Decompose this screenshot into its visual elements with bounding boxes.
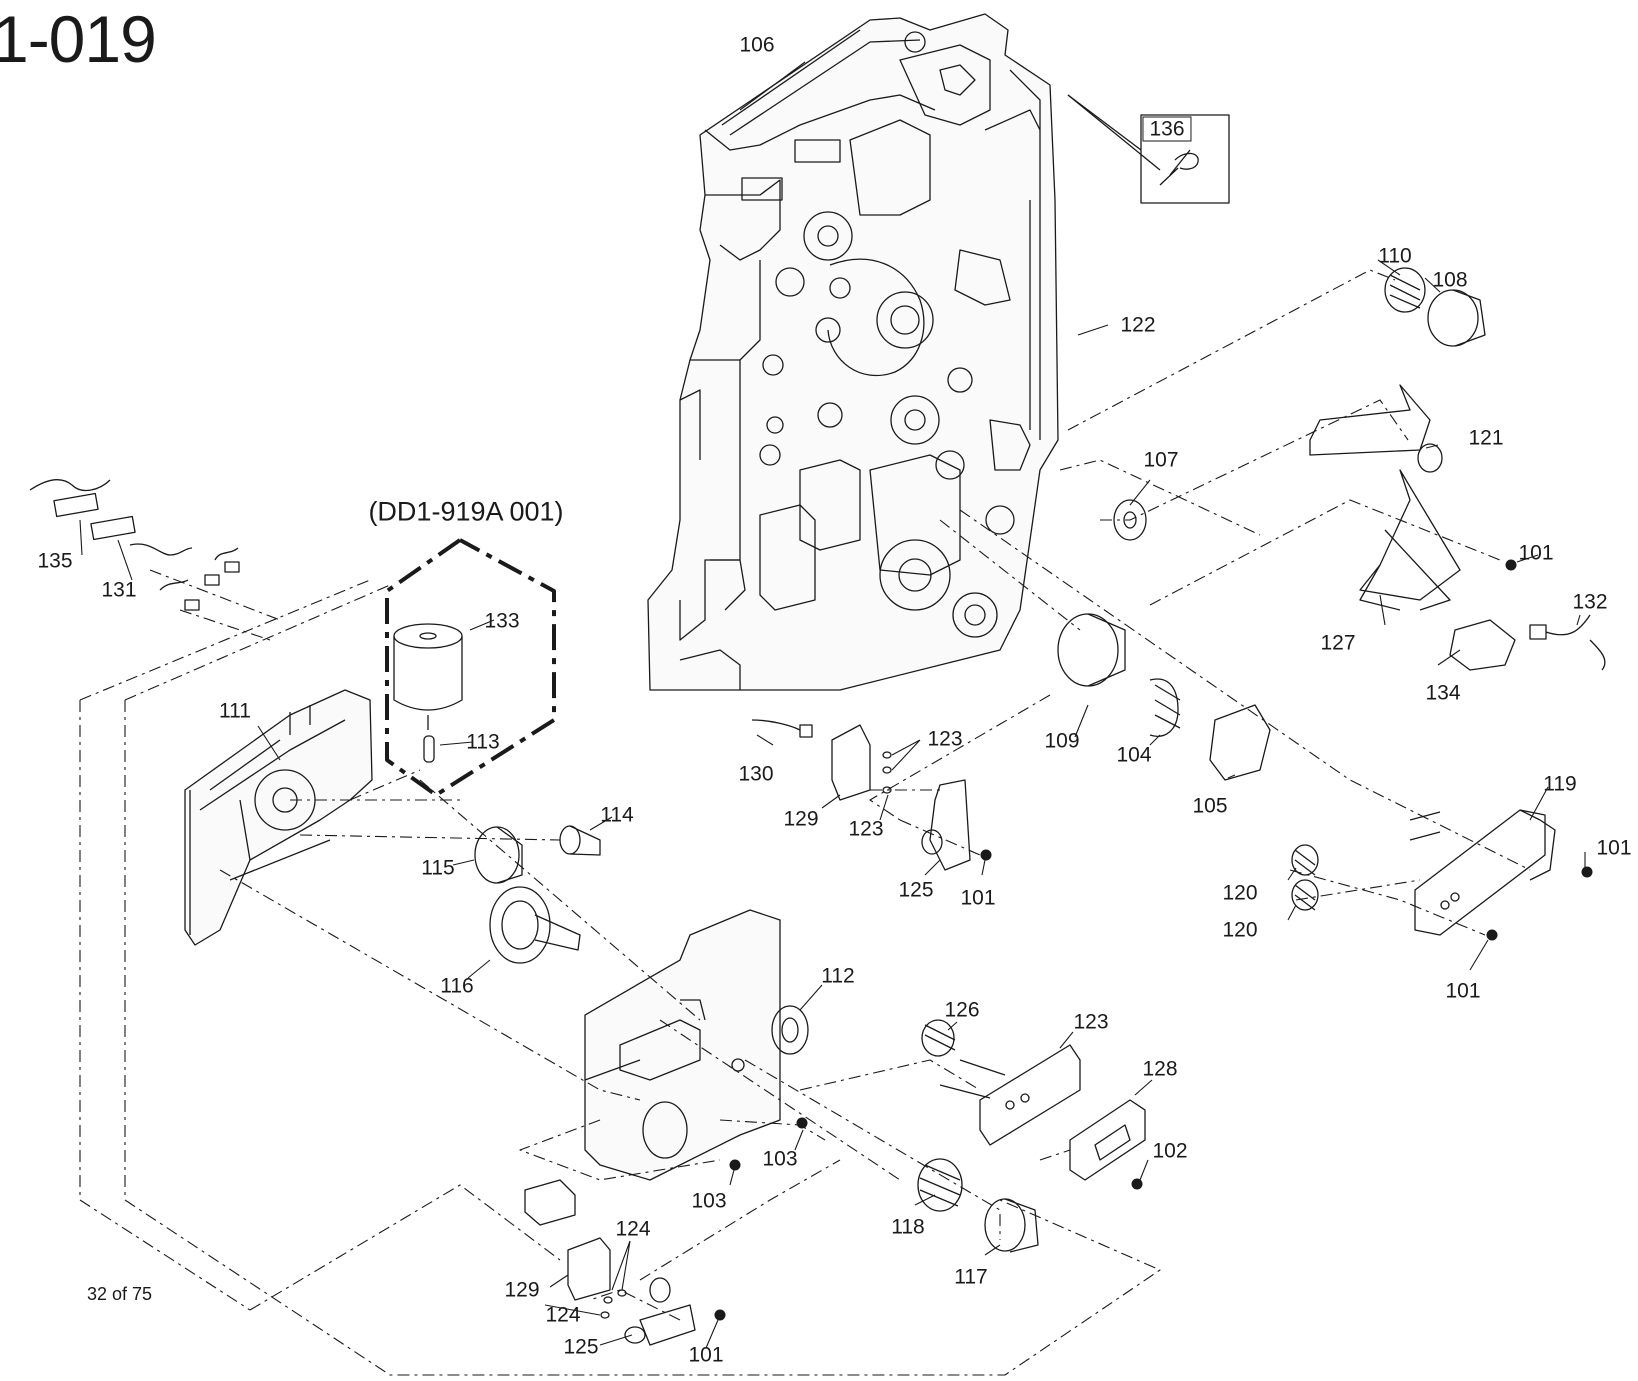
part-label-101-c: 101 xyxy=(960,886,996,910)
leader-lines xyxy=(79,61,1586,1349)
part-label-125-a: 125 xyxy=(898,878,934,902)
part-label-105: 105 xyxy=(1192,794,1228,818)
part-label-120-b: 120 xyxy=(1222,918,1258,942)
part-label-112: 112 xyxy=(821,964,855,988)
part-label-124-c: 124 xyxy=(615,1217,651,1241)
sensor-lower-drawing xyxy=(524,1179,696,1346)
main-frame-drawing xyxy=(647,13,1059,691)
part-label-135: 135 xyxy=(37,549,73,573)
assembly-guide-lines xyxy=(79,269,1531,1376)
part-label-124-b: 123 xyxy=(848,817,884,841)
part-label-125-b: 125 xyxy=(563,1335,599,1359)
part-label-109: 109 xyxy=(1044,729,1080,753)
screw-dots xyxy=(714,559,1593,1321)
part-label-127: 127 xyxy=(1320,631,1356,655)
part-label-129-b: 129 xyxy=(504,1278,540,1302)
part-label-129-a: 129 xyxy=(783,807,819,831)
part-label-108: 108 xyxy=(1432,268,1468,292)
part-label-116: 116 xyxy=(440,974,474,998)
part-label-134: 134 xyxy=(1425,681,1461,705)
part-label-107: 107 xyxy=(1143,448,1179,472)
motor-drawing xyxy=(393,623,463,763)
part-label-103-a: 103 xyxy=(762,1147,798,1171)
part-label-101-e: 101 xyxy=(688,1343,724,1367)
bracket-112-drawing xyxy=(584,909,809,1181)
part-label-101-b: 101 xyxy=(1596,836,1632,860)
part-label-130: 130 xyxy=(738,762,774,786)
part-label-101-d: 101 xyxy=(1445,979,1481,1003)
part-label-133: 133 xyxy=(484,609,520,633)
clutch-parts-drawing xyxy=(1057,613,1271,781)
part-label-118: 118 xyxy=(891,1215,925,1239)
part-label-126: 126 xyxy=(944,998,980,1022)
part-label-132: 132 xyxy=(1572,590,1608,614)
part-label-123: 123 xyxy=(1073,1010,1109,1034)
page-number: 32 of 75 xyxy=(87,1284,153,1304)
part-label-121: 121 xyxy=(1468,426,1504,450)
part-label-136: 136 xyxy=(1142,116,1192,142)
part-label-106: 106 xyxy=(739,33,775,57)
part-label-128: 128 xyxy=(1142,1057,1178,1081)
page-title: 1-019 xyxy=(0,2,157,76)
part-label-124-a: 123 xyxy=(927,727,963,751)
part-label-122: 122 xyxy=(1120,313,1156,337)
part-label-110: 110 xyxy=(1378,244,1412,268)
gear-drawings xyxy=(474,825,601,964)
part-label-120-a: 120 xyxy=(1222,881,1258,905)
wiring-drawing xyxy=(29,478,240,611)
part-136-box xyxy=(1067,94,1230,204)
part-label-131: 131 xyxy=(101,578,137,602)
plate-119-drawing xyxy=(1291,809,1556,936)
lever-sensor-drawing xyxy=(1309,384,1606,671)
part-label-104: 104 xyxy=(1116,743,1152,767)
part-label-115: 115 xyxy=(421,856,455,880)
part-label-103-b: 103 xyxy=(691,1189,727,1213)
spring-gear-drawing xyxy=(1113,267,1486,541)
motor-assembly-label: (DD1-919A 001) xyxy=(368,496,564,527)
part-label-119: 119 xyxy=(1543,772,1577,796)
part-label-102: 102 xyxy=(1152,1139,1188,1163)
part-label-111: 111 xyxy=(219,699,251,723)
part-label-117: 117 xyxy=(954,1265,988,1289)
part-label-114: 114 xyxy=(600,803,634,827)
part-label-113: 113 xyxy=(466,730,500,754)
plate-123-drawing xyxy=(921,1019,1146,1181)
gearbox-frame-drawing xyxy=(184,689,373,946)
part-label-124-d: 124 xyxy=(545,1303,581,1327)
part-label-101-a: 101 xyxy=(1518,541,1554,565)
motor-assembly-boundary xyxy=(385,538,556,797)
coupling-drawing xyxy=(917,1158,1039,1253)
